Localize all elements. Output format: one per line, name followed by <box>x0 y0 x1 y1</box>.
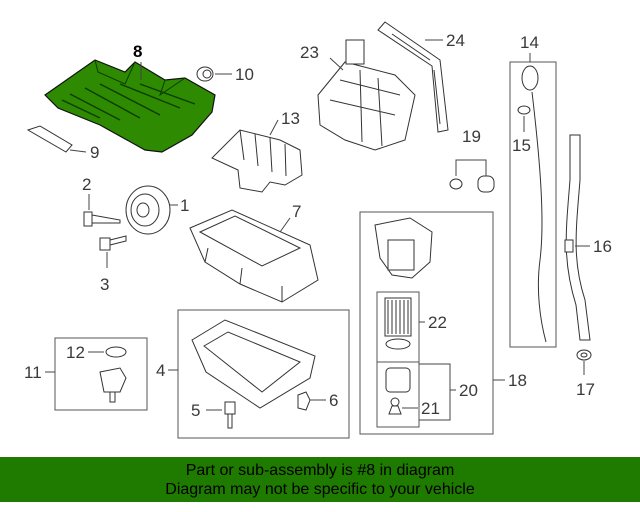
part-9-gasket <box>26 125 73 153</box>
callout-13: 13 <box>281 109 300 128</box>
leader-20-bracket <box>419 363 451 421</box>
callout-3: 3 <box>100 275 109 294</box>
callout-14: 14 <box>520 33 539 52</box>
callout-17: 17 <box>576 380 595 399</box>
part-6-clip <box>297 391 311 411</box>
part-13-shield <box>211 129 303 193</box>
callout-21: 21 <box>421 399 440 418</box>
part-24-gasket <box>377 21 449 133</box>
callout-9: 9 <box>90 143 99 162</box>
callout-20: 20 <box>459 381 478 400</box>
part-8-oil-pan-baffle[interactable] <box>44 59 216 153</box>
leader-19 <box>455 159 487 176</box>
part-20-filter-cap <box>376 361 420 428</box>
callout-12: 12 <box>66 343 85 362</box>
callout-19: 19 <box>462 127 481 146</box>
part-10-plug <box>196 66 214 82</box>
callout-23: 23 <box>300 43 319 62</box>
leader-23 <box>329 57 344 71</box>
callout-1: 1 <box>180 196 189 215</box>
leader-13 <box>269 119 279 136</box>
part-17-washer <box>576 349 592 361</box>
info-banner: Part or sub-assembly is #8 in diagram Di… <box>0 457 640 502</box>
part-11-sensor-assembly <box>54 337 148 411</box>
callout-16: 16 <box>593 237 612 256</box>
part-19-seals <box>449 175 495 193</box>
part-15-o-ring <box>517 105 531 115</box>
part-4-oil-pan-lower <box>177 309 350 439</box>
callout-10: 10 <box>235 65 254 84</box>
part-22-filter-element <box>376 291 420 363</box>
banner-line-1: Part or sub-assembly is #8 in diagram <box>185 462 455 479</box>
leader-9 <box>69 149 87 153</box>
part-1-pulley <box>125 185 171 235</box>
leader-7 <box>279 217 291 233</box>
callout-7: 7 <box>292 202 301 221</box>
callout-22: 22 <box>428 313 447 332</box>
part-2-bolt <box>83 211 121 227</box>
callout-8: 8 <box>133 42 142 61</box>
part-23-housing <box>317 39 416 151</box>
banner-line-2: Diagram may not be specific to your vehi… <box>165 481 475 498</box>
part-14-dipstick <box>509 61 557 348</box>
callout-11: 11 <box>24 363 42 382</box>
part-5-drain-plug <box>224 401 236 429</box>
callout-24: 24 <box>446 31 465 50</box>
callout-15: 15 <box>512 136 531 155</box>
callout-5: 5 <box>191 401 200 420</box>
part-3-bolt <box>99 235 127 251</box>
part-21-valve <box>388 397 402 415</box>
part-18-filter-assembly <box>359 211 494 435</box>
callout-18: 18 <box>508 371 527 390</box>
part-16-tube <box>564 134 591 341</box>
part-7-oil-pan-upper <box>189 209 319 303</box>
callout-6: 6 <box>329 391 338 410</box>
callout-4: 4 <box>156 361 165 380</box>
callout-2: 2 <box>82 175 91 194</box>
